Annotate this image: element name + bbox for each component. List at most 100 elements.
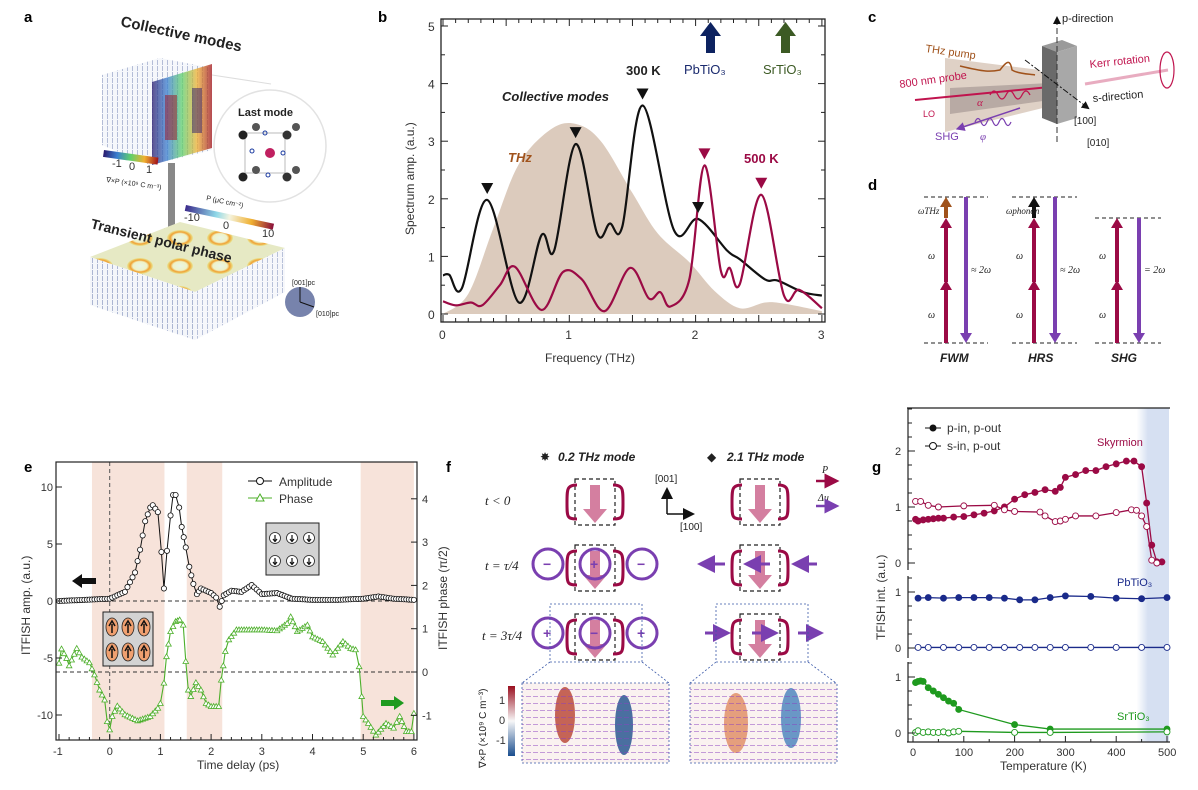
- x-tick-label: 400: [1107, 747, 1125, 759]
- x-tick-label: 1: [157, 746, 163, 758]
- filled-point: [1143, 499, 1151, 507]
- legend-amplitude-label: Amplitude: [279, 475, 333, 489]
- s-direction-axis: [1024, 59, 1090, 110]
- up-arrow-icon: [140, 619, 148, 633]
- x-tick-label: 2: [692, 328, 699, 342]
- open-point: [970, 643, 978, 651]
- y-tick-label: 3: [428, 135, 435, 149]
- filled-point: [950, 699, 958, 707]
- panel-label-d: d: [868, 177, 877, 194]
- filled-point: [985, 594, 993, 602]
- filled-point: [1082, 467, 1090, 475]
- filled-point: [1092, 467, 1100, 475]
- y-tick-label: 4: [428, 78, 435, 92]
- y-axis-label: ITFISH amp. (a.u.): [19, 556, 33, 655]
- amplitude-point: [167, 512, 174, 519]
- mode1-title: 0.2 THz mode: [558, 450, 636, 464]
- displacement-arrows: [697, 555, 824, 642]
- pbtio3-arrow-icon: [700, 22, 721, 53]
- open-point: [914, 643, 922, 651]
- phase-point: [179, 621, 187, 628]
- label-pbtio3: PbTiO₃: [684, 62, 726, 77]
- thz-spectrum-area: [443, 123, 822, 315]
- amplitude-point: [134, 558, 141, 565]
- plus-sign: +: [637, 625, 645, 641]
- up-arrow-icon: [124, 644, 132, 658]
- down-arrow-icon: [289, 558, 295, 566]
- x-tick-label: 0: [439, 328, 446, 342]
- tick: 10: [262, 228, 274, 240]
- alpha-label: α: [977, 97, 983, 109]
- amplitude-point: [160, 585, 167, 592]
- phase-point: [88, 665, 96, 672]
- amplitude-point: [213, 594, 220, 601]
- kerr-rotation-label: Kerr rotation: [1089, 53, 1150, 71]
- phase-point: [398, 717, 406, 724]
- amplitude-point: [186, 563, 193, 570]
- y-tick-label: 10: [41, 482, 53, 494]
- open-point: [1138, 512, 1146, 520]
- inset-box: [265, 522, 320, 576]
- thz-pump-beam: [945, 58, 1055, 132]
- phase-point: [91, 671, 98, 678]
- minus-sign: −: [637, 556, 645, 572]
- phase-point: [336, 641, 344, 648]
- panel-label-e: e: [24, 459, 32, 476]
- phase-point: [167, 627, 175, 634]
- amplitude-point: [163, 547, 170, 554]
- panel-b: b Spectrum amp. (a.u.) Frequency (THz) C…: [378, 9, 826, 365]
- legend-open-marker: [929, 442, 937, 450]
- up-arrow-icon: [108, 619, 116, 633]
- phase-point: [352, 646, 360, 653]
- filled-point: [1046, 594, 1054, 602]
- open-point: [1046, 728, 1054, 736]
- curl-colorbar-label: ∇×P (×10⁹ C m⁻³): [105, 176, 162, 192]
- y-tick-label: 1: [895, 587, 901, 599]
- phase-point: [227, 632, 235, 639]
- open-point: [1061, 515, 1069, 523]
- label-500K: 500 K: [744, 151, 779, 166]
- filled-point: [940, 514, 947, 522]
- filled-point: [1138, 463, 1146, 471]
- filled-point: [940, 694, 947, 702]
- phase-point: [393, 718, 401, 725]
- amplitude-point: [137, 546, 144, 553]
- open-point: [990, 501, 998, 509]
- unit-cell-diagram: [567, 479, 623, 525]
- extra-arrowhead: [940, 197, 952, 207]
- phase-point: [70, 650, 78, 657]
- amplitude-point: [129, 574, 136, 581]
- omega-arrowhead: [1028, 280, 1040, 290]
- frequency-relation: = 2ω: [1144, 265, 1165, 276]
- filled-point: [970, 511, 978, 519]
- amplitude-point: [139, 532, 146, 539]
- open-point: [955, 727, 963, 735]
- collective-modes-cube: [102, 58, 212, 165]
- filled-point: [924, 594, 932, 602]
- x-axis-label: Time delay (ps): [197, 758, 279, 772]
- omega-label: ω: [1099, 310, 1106, 321]
- y-tick-label: 2: [895, 446, 901, 458]
- open-point: [1153, 559, 1161, 567]
- phase-point: [108, 712, 116, 719]
- tick: 0: [129, 161, 135, 173]
- kerr-rotation-icon: [1159, 51, 1175, 89]
- legend-f: P Δu: [816, 465, 840, 514]
- open-point: [960, 502, 968, 510]
- omega-arrowhead: [1028, 218, 1040, 228]
- down-arrow-icon: [272, 535, 278, 543]
- y-tick-label: 0: [895, 643, 901, 655]
- amplitude-point: [142, 518, 149, 525]
- s-direction-label: s-direction: [1092, 89, 1144, 105]
- legend-p-label: P: [821, 465, 828, 476]
- probe-beam: [914, 85, 1061, 101]
- extra-frequency-label: ωTHz: [918, 206, 940, 216]
- omega-arrowhead: [940, 218, 952, 228]
- row-label-t0: t < 0: [485, 493, 511, 508]
- process-label: FWM: [940, 351, 970, 365]
- x-tick-label: 6: [411, 746, 417, 758]
- y-tick-label: 0: [895, 728, 901, 740]
- open-point: [1036, 508, 1044, 516]
- phase-point: [329, 651, 337, 658]
